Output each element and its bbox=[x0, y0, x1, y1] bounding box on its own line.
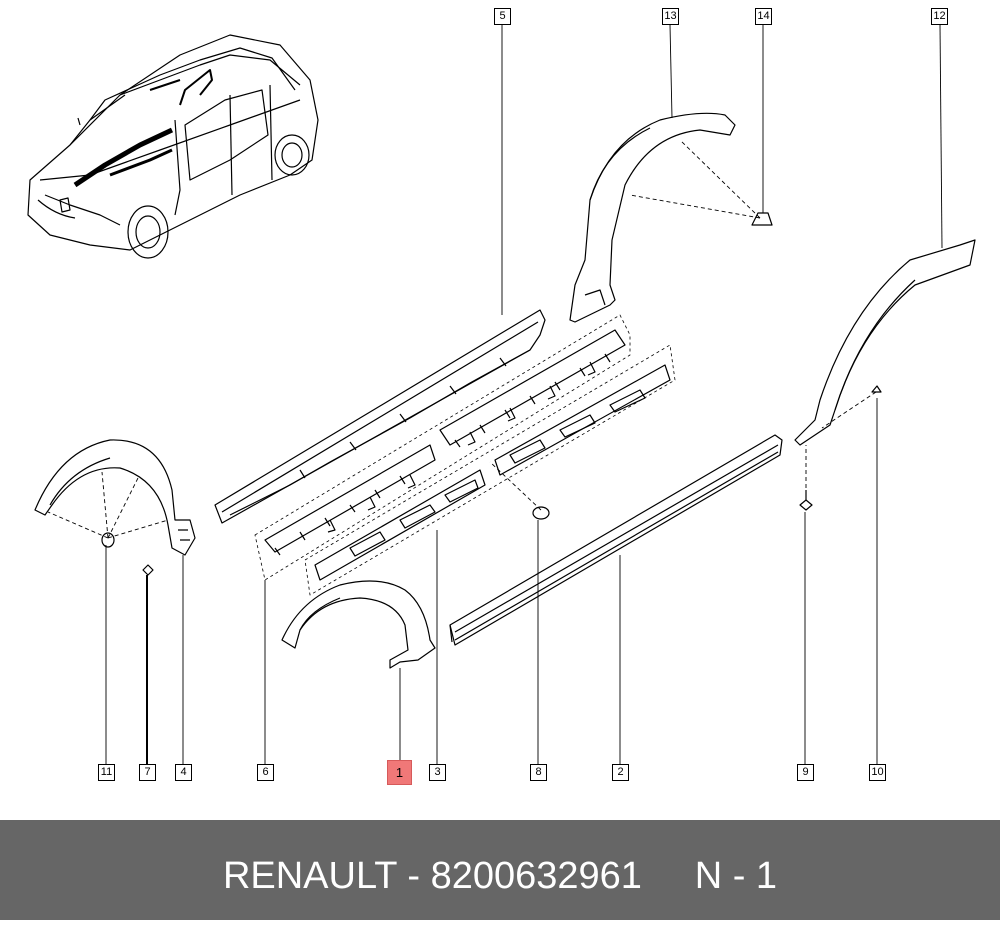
assembly-arrows bbox=[47, 139, 877, 539]
part-1-front-arch bbox=[281, 580, 436, 669]
part-4-rear-arch bbox=[34, 439, 196, 556]
callout-9: 9 bbox=[797, 764, 814, 781]
part-14-clip bbox=[751, 212, 773, 226]
part-13-arch bbox=[569, 112, 736, 323]
part-3-brackets bbox=[304, 344, 676, 596]
callout-5: 5 bbox=[494, 8, 511, 25]
part-number-caption: RENAULT - 8200632961 N - 1 bbox=[222, 855, 778, 897]
callout-7: 7 bbox=[139, 764, 156, 781]
callout-14: 14 bbox=[755, 8, 772, 25]
part-10-clip bbox=[871, 385, 882, 393]
car-thumbnail bbox=[27, 34, 319, 259]
callout-11: 11 bbox=[98, 764, 115, 781]
part-2-moulding bbox=[449, 434, 783, 646]
leader-lines bbox=[105, 24, 943, 765]
footer-bar: RENAULT - 8200632961 N - 1 bbox=[0, 820, 1000, 920]
callout-4: 4 bbox=[175, 764, 192, 781]
parts-diagram bbox=[27, 24, 976, 765]
callout-13: 13 bbox=[662, 8, 679, 25]
callout-1-highlighted[interactable]: 1 bbox=[387, 760, 412, 785]
callout-10: 10 bbox=[869, 764, 886, 781]
callout-8: 8 bbox=[530, 764, 547, 781]
part-5-sill-strip bbox=[214, 309, 546, 524]
callout-6: 6 bbox=[257, 764, 274, 781]
callout-2: 2 bbox=[612, 764, 629, 781]
part-6-brackets bbox=[254, 314, 631, 581]
part-11-clip bbox=[101, 532, 115, 548]
part-8-clip bbox=[532, 506, 550, 520]
callout-12: 12 bbox=[931, 8, 948, 25]
part-12-arch bbox=[794, 239, 976, 446]
callout-3: 3 bbox=[429, 764, 446, 781]
part-7-screw bbox=[142, 564, 154, 576]
